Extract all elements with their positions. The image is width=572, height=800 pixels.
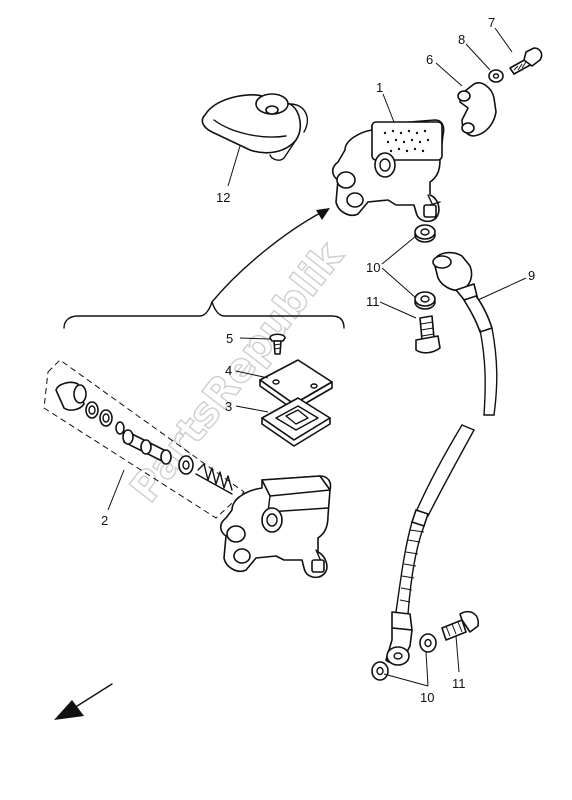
lever-boot [201, 93, 308, 161]
label-part-9: 9 [528, 268, 535, 283]
label-part-10-bottom: 10 [420, 690, 434, 705]
washer-10-bottom-right [419, 633, 437, 653]
washer-10-mid [414, 291, 436, 310]
label-part-12: 12 [216, 190, 230, 205]
part-labels: 1 2 3 4 5 6 7 8 9 10 11 10 11 12 [101, 15, 535, 705]
union-bolt-bottom [441, 610, 480, 641]
direction-arrow [54, 683, 113, 720]
piston-kit [43, 359, 245, 519]
label-part-2: 2 [101, 513, 108, 528]
screw-5 [269, 333, 286, 355]
label-part-10-top: 10 [366, 260, 380, 275]
reservoir-dots [383, 129, 430, 153]
label-part-4: 4 [225, 363, 232, 378]
leader-lines [107, 27, 527, 687]
master-cylinder-top [331, 119, 445, 223]
brake-hose [385, 251, 498, 666]
label-part-7: 7 [488, 15, 495, 30]
master-cylinder-bottom [219, 475, 332, 579]
group-bracket [63, 301, 345, 329]
label-part-11-bottom: 11 [452, 676, 466, 691]
label-part-1: 1 [376, 80, 383, 95]
assembly-arrow [211, 208, 330, 303]
union-bolt-top [415, 315, 441, 354]
bolt-7 [509, 47, 543, 75]
label-part-6: 6 [426, 52, 433, 67]
washer-8 [488, 69, 504, 83]
label-part-8: 8 [458, 32, 465, 47]
diaphragm [261, 397, 331, 447]
washer-10-bottom-left [371, 661, 389, 681]
label-part-5: 5 [226, 331, 233, 346]
washer-10-top [414, 224, 436, 243]
label-part-11-top: 11 [366, 294, 380, 309]
clamp-holder [457, 82, 497, 137]
label-part-3: 3 [225, 399, 232, 414]
